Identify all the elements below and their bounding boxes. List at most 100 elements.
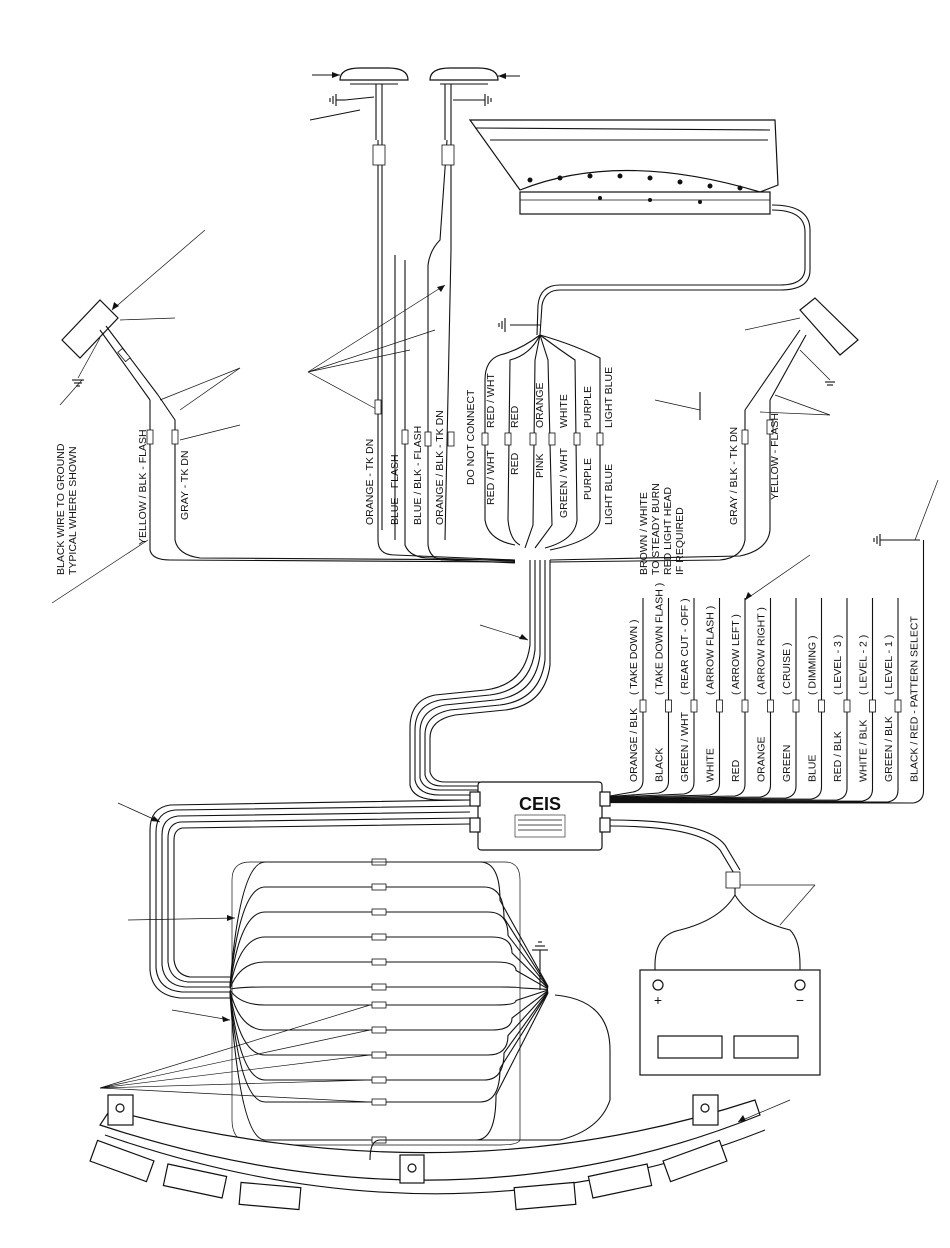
wire-connector [818,699,825,713]
control-wire [609,598,874,802]
control-wire-function: ( TAKE DOWN ) [628,620,640,695]
left-side-light [51,229,516,604]
controller-logo: CEIS [519,794,561,814]
lower-loop-wires [229,858,549,1146]
control-wire [609,598,670,798]
control-wire [609,598,797,801]
control-wire-function: ( ARROW LEFT ) [730,614,742,695]
control-wire-color: ORANGE [756,736,768,782]
ground-symbol-icon [329,94,345,106]
wire-connector [639,699,647,713]
label-pink: PINK [534,453,546,478]
label-orange: ORANGE [534,382,546,428]
wire-connector [371,933,387,941]
label-red-a: RED [509,405,521,428]
wire-connector [894,699,902,713]
right-side-light [549,297,859,563]
wire-connector [371,1098,387,1106]
label-blue-flash: BLUE - FLASH [389,454,401,525]
control-wire-color: WHITE [705,748,717,782]
top-left-light [309,67,409,140]
control-wire-function: ( LEVEL - 1 ) [883,635,895,695]
label-red-b: RED [509,452,521,475]
control-wire-function: ( DIMMING ) [807,636,819,696]
control-wire [609,598,695,798]
lower-leader-lines [99,1004,371,1103]
harness-loop-wire [229,991,549,1081]
label-brown-1: BROWN / WHITE [638,492,650,575]
harness-loop-wire [229,911,549,988]
control-wire-color: GREEN [781,745,793,782]
harness-loop-wire [229,990,549,1031]
harness-loop-wire [229,989,549,1006]
control-wire [610,598,899,803]
harness-loop-wire [229,990,549,1056]
control-wire-function: ( LEVEL - 3 ) [832,635,844,695]
wire-connector [371,1051,387,1059]
label-green-wht: GREEN / WHT [558,447,570,518]
control-wires [609,540,925,804]
top-right-light [429,67,520,140]
label-orange-tkdn: ORANGE - TK DN [364,439,376,525]
control-wire [609,598,823,801]
wire-connector [371,883,387,891]
wire-labels: YELLOW / BLK - FLASH GRAY - TK DN BLACK … [55,367,781,575]
wire-connector [371,958,387,966]
lower-harness [117,799,471,1022]
controller-box: CEIS [469,781,611,851]
control-wire-color: RED [730,759,742,782]
ground-symbol-icon [484,94,492,106]
control-wire-function: ( REAR CUT - OFF ) [679,598,691,695]
label-brown-4: IF REQUIRED [674,507,686,575]
wire-connector [371,1026,387,1034]
control-wire-labels: ORANGE / BLK( TAKE DOWN )BLACK( TAKE DOW… [628,583,921,782]
wire-connector [690,699,698,713]
battery: + − [609,819,821,1076]
label-orange-blk-tkdn: ORANGE / BLK - TK DN [434,410,446,525]
control-wire [609,598,721,799]
wire-connector [869,699,876,713]
harness-loop-wire [229,992,549,1103]
label-blue-blk-flash: BLUE / BLK - FLASH [412,426,424,525]
label-gray-left: GRAY - TK DN [179,451,191,520]
label-yellow-left: YELLOW / BLK - FLASH [137,429,149,545]
label-yellow-flash: YELLOW - FLASH [769,413,781,500]
wire-connector [665,699,672,713]
control-wire-function: ( ARROW FLASH ) [705,606,717,695]
wire-connector [792,699,800,713]
harness-loop-wire [229,992,549,1141]
label-brown-3: RED LIGHT HEAD [662,487,674,575]
wire-connector [716,699,723,713]
control-wire-function: ( ARROW RIGHT ) [756,607,768,695]
control-wire-color: ORANGE / BLK [628,708,640,782]
control-wire-color: BLUE [807,755,819,782]
label-purple-b: PURPLE [582,458,594,500]
harness-loop-wire [229,886,549,988]
label-ground-1: BLACK WIRE TO GROUND [55,443,67,575]
label-light-blue-a: LIGHT BLUE [603,367,615,428]
control-wire [609,598,746,799]
label-red-wht-b: RED / WHT [485,450,497,505]
wire-connector [741,699,749,713]
ground-symbol-icon [532,941,548,990]
control-wire [609,598,644,797]
battery-minus: − [796,992,804,1008]
control-wire-color: WHITE / BLK [858,720,870,782]
label-gray-blk-tkdn: GRAY / BLK - TK DN [728,427,740,525]
control-wire-color: GREEN / WHT [679,711,691,782]
wire-connector [767,699,774,713]
control-wire-color: BLACK / RED - PATTERN SELECT [909,616,921,782]
label-light-blue-b: LIGHT BLUE [603,464,615,525]
light-bar-top [468,119,811,336]
control-wire-function: ( CRUISE ) [781,643,793,696]
control-wire [609,598,772,800]
light-bar-bottom [89,994,791,1211]
harness-loop-wire [229,961,549,990]
control-wire-color: RED / BLK [832,731,844,782]
wire-connector [371,908,387,916]
label-ground-2: TYPICAL WHERE SHOWN [67,446,79,575]
control-wire-color: GREEN / BLK [883,716,895,782]
control-wire [609,540,925,804]
control-wire-function: ( TAKE DOWN FLASH ) [654,583,666,695]
